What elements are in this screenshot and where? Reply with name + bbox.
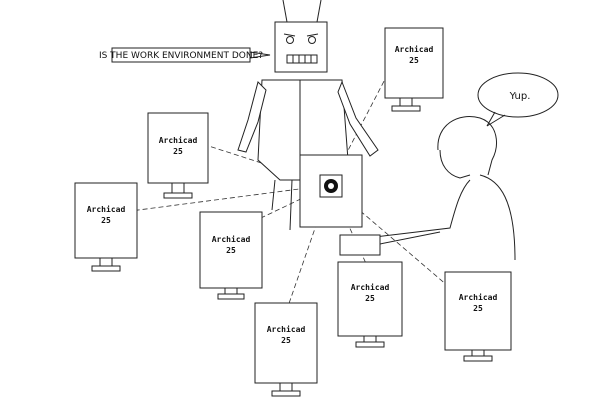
person-speech-bubble: Yup. (477, 72, 559, 127)
monitor-label: Archicad (212, 234, 251, 244)
monitor-label: Archicad (267, 324, 306, 334)
monitor-5: Archicad 25 (254, 302, 318, 397)
monitor-version: 25 (409, 56, 419, 65)
monitor-label: Archicad (351, 282, 390, 292)
monitor-label: Archicad (459, 292, 498, 302)
robot-speech-bubble: IS THE WORK ENVIRONMENT DONE? (99, 47, 271, 63)
monitor-version: 25 (473, 304, 483, 313)
monitor-version: 25 (226, 246, 236, 255)
monitor-1: Archicad 25 (384, 27, 444, 112)
central-monitor (299, 154, 363, 228)
monitor-version: 25 (101, 216, 111, 225)
monitor-version: 25 (365, 294, 375, 303)
monitor-7: Archicad 25 (444, 271, 512, 362)
person (339, 116, 516, 261)
monitor-version: 25 (173, 147, 183, 156)
monitor-version: 25 (281, 336, 291, 345)
monitor-6: Archicad 25 (337, 261, 403, 348)
person-speech-text: Yup. (509, 91, 531, 102)
monitor-label: Archicad (87, 204, 126, 214)
monitor-label: Archicad (159, 135, 198, 145)
monitor-3: Archicad 25 (74, 182, 138, 272)
monitor-2: Archicad 25 (147, 112, 209, 199)
monitor-label: Archicad (395, 44, 434, 54)
monitor-4: Archicad 25 (199, 211, 263, 300)
robot-speech-text: IS THE WORK ENVIRONMENT DONE? (99, 51, 263, 61)
